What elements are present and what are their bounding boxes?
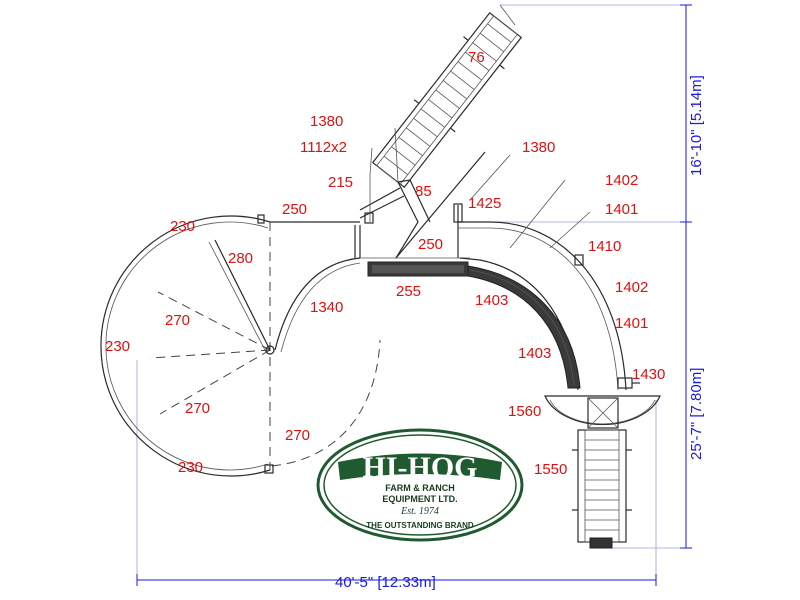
upper-stairway xyxy=(354,4,523,259)
label-215: 215 xyxy=(328,174,353,191)
label-1410: 1410 xyxy=(588,238,621,255)
logo-line2: EQUIPMENT LTD. xyxy=(382,494,457,504)
label-1380-b: 1380 xyxy=(522,139,555,156)
label-1112x2: 1112x2 xyxy=(300,139,347,156)
leader-lines xyxy=(369,127,591,249)
logo-line1: FARM & RANCH xyxy=(385,483,455,493)
label-230-c: 230 xyxy=(178,459,203,476)
label-230-a: 230 xyxy=(170,218,195,235)
chute-1550 xyxy=(572,429,632,549)
part-labels: 76 1380 1112x2 1380 215 85 1425 1402 140… xyxy=(105,49,665,478)
label-1402-a: 1402 xyxy=(605,172,638,189)
dimension-lower-height: 25'-7" [7.80m] xyxy=(688,368,705,460)
label-270-c: 270 xyxy=(285,427,310,444)
deck-255 xyxy=(360,257,470,277)
curved-alley xyxy=(458,221,640,391)
dimension-width: 40'-5" [12.33m] xyxy=(335,574,436,591)
label-1340: 1340 xyxy=(310,299,343,316)
label-270-a: 270 xyxy=(165,312,190,329)
label-250-a: 250 xyxy=(282,201,307,218)
label-1425: 1425 xyxy=(468,195,501,212)
dimension-upper-height: 16'-10" [5.14m] xyxy=(688,75,705,176)
label-1401-a: 1401 xyxy=(605,201,638,218)
logo-name: HI-HOG xyxy=(362,451,477,484)
logo-est: Est. 1974 xyxy=(400,506,439,517)
hi-hog-logo: HI-HOG FARM & RANCH EQUIPMENT LTD. Est. … xyxy=(316,428,524,542)
label-255: 255 xyxy=(396,283,421,300)
label-1401-b: 1401 xyxy=(615,315,648,332)
label-1403-b: 1403 xyxy=(518,345,551,362)
label-1560: 1560 xyxy=(508,403,541,420)
label-1402-b: 1402 xyxy=(615,279,648,296)
label-85: 85 xyxy=(415,183,432,200)
label-250-b: 250 xyxy=(418,236,443,253)
logo-tagline: THE OUTSTANDING BRAND xyxy=(366,521,474,530)
label-280: 280 xyxy=(228,250,253,267)
label-1380-a: 1380 xyxy=(310,113,343,130)
label-1430: 1430 xyxy=(632,366,665,383)
tub-1560 xyxy=(544,395,661,429)
label-76: 76 xyxy=(468,49,485,66)
label-270-b: 270 xyxy=(185,400,210,417)
label-1550: 1550 xyxy=(534,461,567,478)
label-230-b: 230 xyxy=(105,338,130,355)
spiral-platform xyxy=(100,214,381,477)
label-1403-a: 1403 xyxy=(475,292,508,309)
